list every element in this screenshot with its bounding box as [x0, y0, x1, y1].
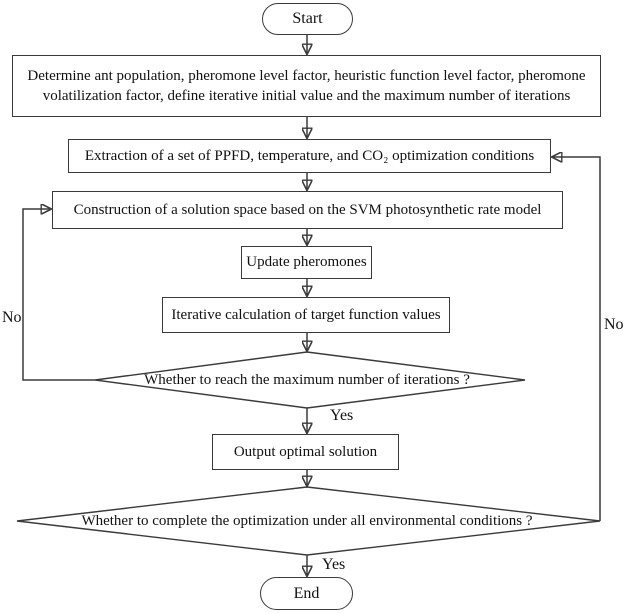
loop-no-decision2-to-extraction [553, 157, 601, 521]
iterative-calculation-box: Iterative calculation of target function… [162, 297, 450, 333]
init-parameters-line2: volatilization factor, define iterative … [42, 88, 571, 104]
iterative-calculation-label: Iterative calculation of target function… [171, 306, 441, 323]
loop-no-decision1-to-construction [22, 209, 95, 381]
output-optimal-solution-box: Output optimal solution [212, 434, 399, 470]
start-label: Start [292, 10, 323, 28]
decision-all-conditions-text: Whether to complete the optimization und… [81, 512, 533, 529]
decision-max-iterations-label: Whether to reach the maximum number of i… [100, 368, 514, 392]
update-pheromones-box: Update pheromones [241, 246, 372, 279]
output-optimal-solution-label: Output optimal solution [233, 443, 378, 460]
construction-solution-space-label: Construction of a solution space based o… [73, 201, 542, 218]
decision-all-conditions-label: Whether to complete the optimization und… [40, 509, 574, 533]
construction-solution-space-box: Construction of a solution space based o… [52, 191, 563, 229]
extraction-conditions-label: Extraction of a set of PPFD, temperature… [84, 147, 535, 164]
end-label: End [293, 584, 320, 602]
edge-label-max-iterations-no: No [2, 309, 22, 326]
edge-label-max-iterations-yes: Yes [330, 407, 354, 424]
init-parameters-line1: Determine ant population, pheromone leve… [27, 67, 586, 84]
edge-label-all-conditions-yes: Yes [322, 556, 346, 573]
decision-max-iterations-text: Whether to reach the maximum number of i… [144, 371, 470, 388]
extraction-conditions-box: Extraction of a set of PPFD, temperature… [68, 139, 551, 173]
update-pheromones-label: Update pheromones [246, 254, 367, 271]
init-parameters-box: Determine ant population, pheromone leve… [12, 55, 601, 117]
edge-label-all-conditions-no: No [604, 316, 624, 333]
start-terminator: Start [262, 3, 353, 35]
end-terminator: End [260, 577, 353, 610]
